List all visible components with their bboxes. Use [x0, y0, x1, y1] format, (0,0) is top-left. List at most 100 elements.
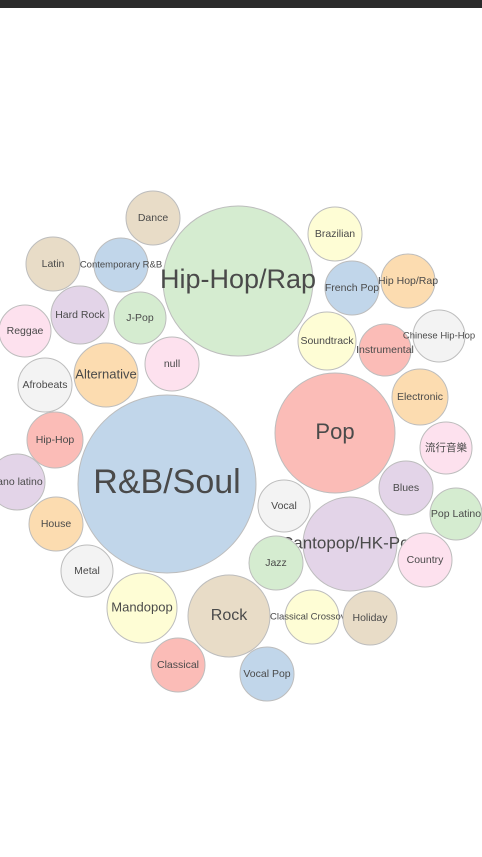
bubble-circle[interactable]: [106, 572, 178, 644]
bubble-hip-hop-rap[interactable]: Hip Hop/Rap: [378, 253, 438, 309]
bubble-label: Brazilian: [315, 228, 355, 240]
bubble-label: pano latino: [0, 476, 43, 488]
bubble-electronic[interactable]: Electronic: [391, 368, 449, 426]
bubble-label: Vocal Pop: [243, 668, 290, 680]
bubble-vocal[interactable]: Vocal: [257, 479, 311, 533]
bubble-label: Hip-Hop: [36, 434, 75, 446]
bubble-latin[interactable]: Latin: [25, 236, 81, 292]
bubble-circle[interactable]: [274, 372, 396, 494]
bubble-mandopop[interactable]: Mandopop: [106, 572, 178, 644]
bubble-label: Vocal: [271, 500, 297, 512]
bubble-label: Alternative: [75, 366, 136, 381]
bubble-classical-crossover[interactable]: Classical Crossover: [270, 589, 354, 645]
bubble-chinese-hip-hop[interactable]: Chinese Hip-Hop: [403, 309, 475, 363]
bubble-label: Hard Rock: [55, 309, 105, 321]
bubble-vocal-pop[interactable]: Vocal Pop: [239, 646, 295, 702]
bubble-label: Latin: [42, 258, 65, 270]
bubble-label: Pop Latino: [431, 508, 481, 520]
bubble-j-pop[interactable]: J-Pop: [113, 291, 167, 345]
bubble-label: Country: [407, 554, 445, 566]
bubble-circle[interactable]: [412, 309, 466, 363]
bubble-circle[interactable]: [358, 323, 412, 377]
bubble-m-sica-tropical-piano-latino[interactable]: pano latino: [0, 453, 46, 511]
bubble-circle[interactable]: [397, 532, 453, 588]
bubble-circle[interactable]: [284, 589, 340, 645]
bubble-instrumental[interactable]: Instrumental: [356, 323, 414, 377]
bubble-circle[interactable]: [302, 496, 398, 592]
bubble-circle[interactable]: [297, 311, 357, 371]
bubble-circle[interactable]: [77, 394, 257, 574]
bubble-null[interactable]: null: [144, 336, 200, 392]
bubble-reggae[interactable]: Reggae: [0, 304, 52, 358]
bubble-circle[interactable]: [378, 460, 434, 516]
bubble-circle[interactable]: [162, 205, 314, 357]
bubble-classical[interactable]: Classical: [150, 637, 206, 693]
bubble-circle[interactable]: [17, 357, 73, 413]
bubble-circle[interactable]: [187, 574, 271, 658]
bubble-holiday[interactable]: Holiday: [342, 590, 398, 646]
bubble-circle[interactable]: [73, 342, 139, 408]
bubble-blues[interactable]: Blues: [378, 460, 434, 516]
bubble-soundtrack[interactable]: Soundtrack: [297, 311, 357, 371]
bubble-circle[interactable]: [257, 479, 311, 533]
bubble-label: Afrobeats: [23, 379, 68, 391]
bubble-circle[interactable]: [150, 637, 206, 693]
bubble-circle[interactable]: [342, 590, 398, 646]
bubble-label: French Pop: [325, 282, 379, 294]
bubble-pop-latino[interactable]: Pop Latino: [429, 487, 482, 541]
bubble-label: Cantopop/HK-Pop: [281, 533, 419, 552]
bubble-circle[interactable]: [324, 260, 380, 316]
top-status-bar: [0, 0, 482, 8]
bubble-house[interactable]: House: [28, 496, 84, 552]
bubble-metal[interactable]: Metal: [60, 544, 114, 598]
bubble-circle[interactable]: [125, 190, 181, 246]
bubble-label: Holiday: [352, 612, 388, 624]
bubble-circle[interactable]: [419, 421, 473, 475]
bubble-label: Instrumental: [356, 344, 414, 356]
bubble-circle[interactable]: [248, 535, 304, 591]
bubble-circle[interactable]: [0, 304, 52, 358]
bubble-circle[interactable]: [0, 453, 46, 511]
bubble-circle[interactable]: [144, 336, 200, 392]
bubble-label[interactable]: 流行音樂: [419, 421, 473, 475]
bubble-label: Hip-Hop/Rap: [160, 264, 316, 294]
bubble-afrobeats[interactable]: Afrobeats: [17, 357, 73, 413]
bubble-contemporary-r-b[interactable]: Contemporary R&B: [80, 237, 162, 293]
bubble-brazilian[interactable]: Brazilian: [307, 206, 363, 262]
bubble-hip-hop-rap[interactable]: Hip-Hop/Rap: [160, 205, 316, 357]
bubble-circle[interactable]: [391, 368, 449, 426]
bubble-circle[interactable]: [307, 206, 363, 262]
bubble-rock[interactable]: Rock: [187, 574, 271, 658]
bubble-label: null: [164, 358, 180, 370]
bubble-hip-hop[interactable]: Hip-Hop: [26, 411, 84, 469]
bubble-circle[interactable]: [380, 253, 436, 309]
bubble-circle[interactable]: [113, 291, 167, 345]
bubble-label: Contemporary R&B: [80, 260, 162, 271]
bubble-circle[interactable]: [26, 411, 84, 469]
bubble-pop[interactable]: Pop: [274, 372, 396, 494]
bubble-circle[interactable]: [93, 237, 149, 293]
bubble-circle[interactable]: [50, 285, 110, 345]
bubble-label: Mandopop: [111, 599, 172, 614]
bubble-label: House: [41, 518, 72, 530]
bubble-label: Blues: [393, 482, 419, 494]
bubble-alternative[interactable]: Alternative: [73, 342, 139, 408]
bubble-label: J-Pop: [126, 312, 154, 324]
bubble-label: Rock: [211, 607, 248, 624]
bubble-label: R&B/Soul: [93, 463, 240, 501]
bubble-circle[interactable]: [25, 236, 81, 292]
bubble-jazz[interactable]: Jazz: [248, 535, 304, 591]
bubble-country[interactable]: Country: [397, 532, 453, 588]
bubble-hard-rock[interactable]: Hard Rock: [50, 285, 110, 345]
bubble-circle[interactable]: [429, 487, 482, 541]
bubble-french-pop[interactable]: French Pop: [324, 260, 380, 316]
bubble-dance[interactable]: Dance: [125, 190, 181, 246]
bubble-circle[interactable]: [239, 646, 295, 702]
bubble-circle[interactable]: [28, 496, 84, 552]
bubble-cantopop-hk-pop[interactable]: Cantopop/HK-Pop: [281, 496, 419, 592]
bubble-label: Electronic: [397, 391, 443, 403]
bubble-label: Dance: [138, 212, 169, 224]
bubble-circle[interactable]: [60, 544, 114, 598]
bubble-r-b-soul[interactable]: R&B/Soul: [77, 394, 257, 574]
